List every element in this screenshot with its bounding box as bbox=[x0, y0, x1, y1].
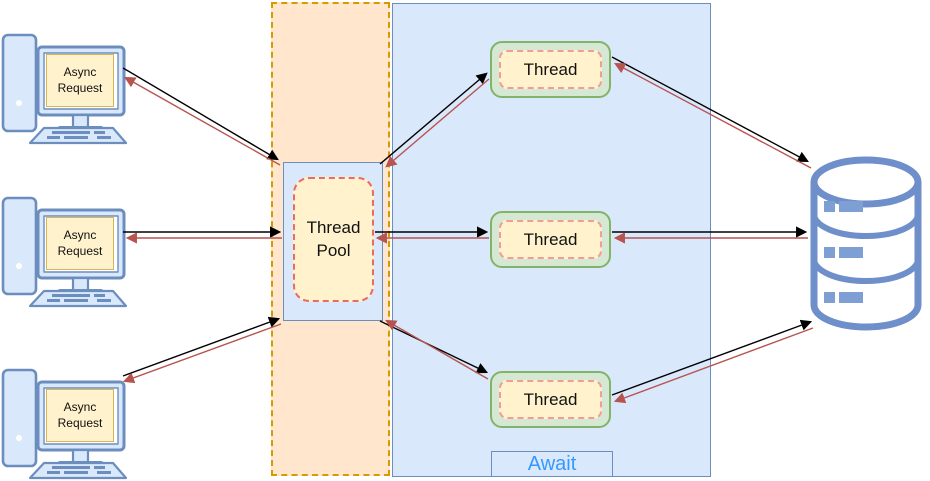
arrow-computer1-to-pool bbox=[122, 67, 279, 161]
arrow-computer3-to-pool bbox=[122, 316, 281, 377]
async-request-box-2: Async Request bbox=[46, 217, 114, 270]
thread-box-3: Thread bbox=[490, 371, 611, 428]
thread-label-1: Thread bbox=[499, 50, 602, 89]
arrow-pool-to-computer1 bbox=[124, 76, 281, 166]
arrow-pool-to-computer3 bbox=[122, 323, 282, 384]
await-label: Await bbox=[491, 451, 613, 477]
async-request-box-1: Async Request bbox=[46, 54, 114, 107]
thread-pool-box: Thread Pool bbox=[293, 177, 374, 302]
async-request-box-3: Async Request bbox=[46, 389, 114, 442]
thread-label-3: Thread bbox=[499, 380, 602, 419]
thread-box-1: Thread bbox=[490, 41, 611, 98]
database-icon bbox=[810, 156, 922, 331]
thread-label-2: Thread bbox=[499, 220, 602, 259]
thread-box-2: Thread bbox=[490, 211, 611, 268]
